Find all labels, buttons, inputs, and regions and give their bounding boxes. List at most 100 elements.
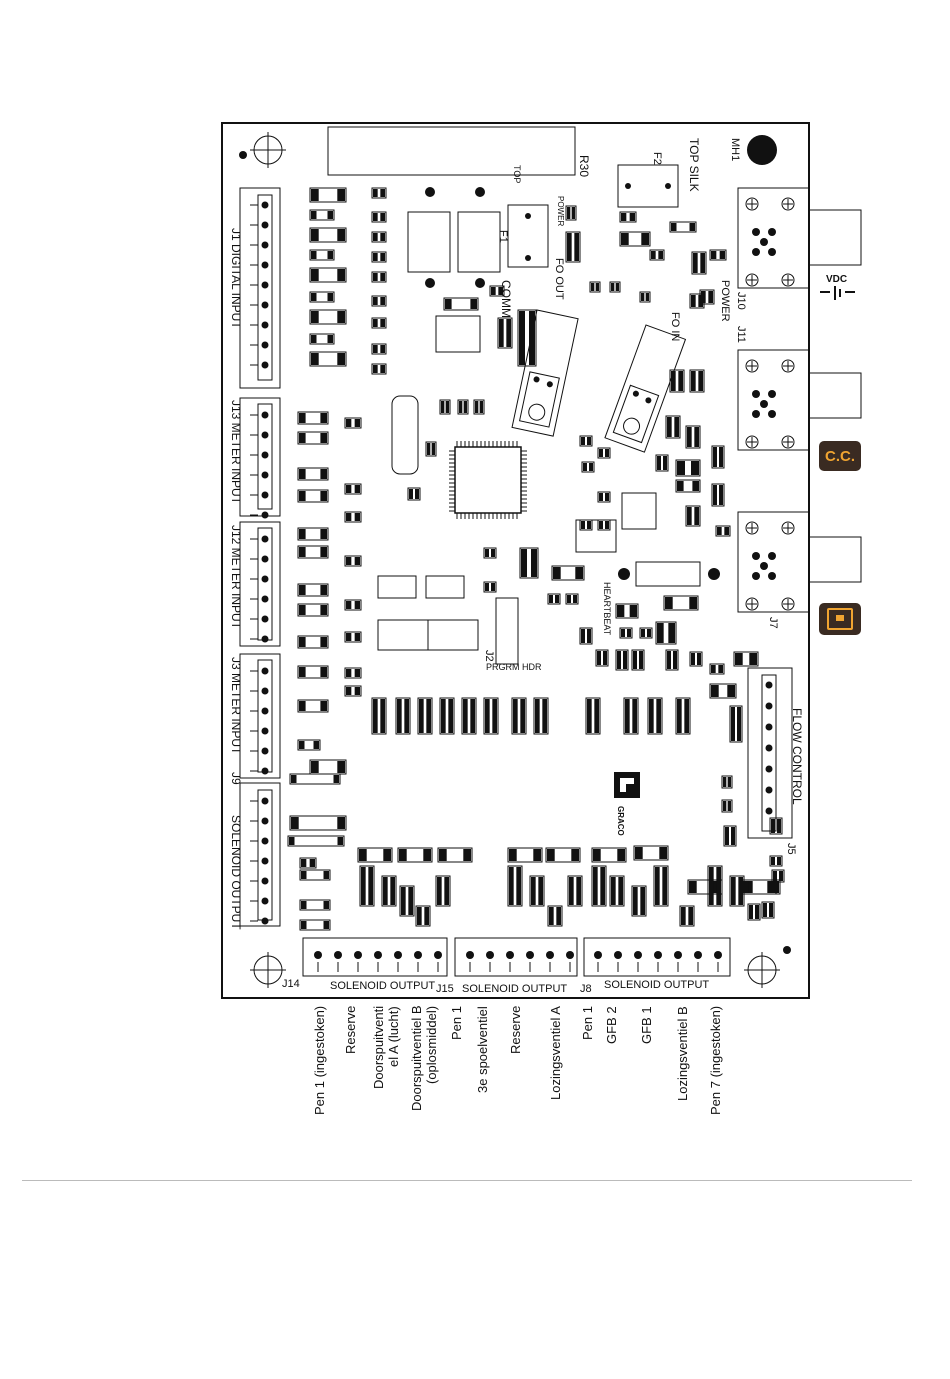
label-j11: J11 xyxy=(735,326,747,343)
smd-component xyxy=(567,875,583,907)
connector-j14 xyxy=(302,937,448,977)
smd-component xyxy=(297,431,329,445)
smd-component xyxy=(597,519,611,531)
connector-pin xyxy=(261,615,269,623)
smd-component xyxy=(483,547,497,559)
graco-logo xyxy=(614,772,640,798)
smd-component xyxy=(439,697,455,735)
label-power: POWER xyxy=(719,280,731,322)
label-j14: J14 xyxy=(282,978,300,990)
connector-pin xyxy=(261,241,269,249)
connector-pin xyxy=(714,951,722,959)
label-j8-out: SOLENOID OUTPUT xyxy=(604,979,709,991)
smd-component xyxy=(371,187,387,199)
smd-component xyxy=(371,343,387,355)
connector-pins-bottom xyxy=(314,951,722,972)
connector-pin xyxy=(394,951,402,959)
label-comm: COMM xyxy=(499,280,513,318)
svg-text:VDC: VDC xyxy=(826,274,847,285)
switch-s2 xyxy=(435,315,481,353)
terminal-screw xyxy=(745,435,759,449)
smd-component xyxy=(297,489,329,503)
terminal-pin xyxy=(768,390,776,398)
smd-component xyxy=(489,285,505,297)
smd-component xyxy=(709,663,725,675)
connector-pin xyxy=(566,951,574,959)
chip-u9 xyxy=(427,619,479,651)
connector-pin xyxy=(261,707,269,715)
pin-label: Reserve xyxy=(343,1006,358,1055)
smd-component xyxy=(579,435,593,447)
connector-pin xyxy=(261,817,269,825)
connector-pin xyxy=(261,321,269,329)
smd-component xyxy=(344,667,362,679)
pin-label: Doorspuitventiel B (oplosmiddel) xyxy=(409,1006,439,1112)
smd-component xyxy=(699,289,715,305)
connector-pin xyxy=(594,951,602,959)
smd-component xyxy=(359,865,375,907)
label-prgrm-hdr: PRGRM HDR xyxy=(486,662,542,672)
terminal-pin xyxy=(760,562,768,570)
smd-component xyxy=(619,211,637,223)
connector-pin xyxy=(486,951,494,959)
smd-component xyxy=(395,697,411,735)
connector-pin xyxy=(261,281,269,289)
smd-component xyxy=(595,649,609,667)
pin-label: Pen 1 xyxy=(449,1006,464,1040)
label-j2: J2 xyxy=(483,650,495,662)
smd-component xyxy=(457,399,469,415)
smd-component xyxy=(685,425,701,449)
smd-components xyxy=(287,187,785,931)
mounting-hole-bottom-left xyxy=(250,952,286,988)
smd-component xyxy=(579,519,593,531)
terminal-pin xyxy=(752,390,760,398)
smd-component xyxy=(589,281,601,293)
smd-component xyxy=(669,221,697,233)
label-f1: F1 xyxy=(497,230,509,243)
smd-component xyxy=(721,799,733,813)
smd-component xyxy=(771,869,785,883)
smd-component xyxy=(371,317,387,329)
smd-component xyxy=(381,875,397,907)
connector-pin xyxy=(261,361,269,369)
connector-pin xyxy=(261,451,269,459)
crystal-x1 xyxy=(391,395,419,475)
connector-j8 xyxy=(583,937,731,977)
fuse-f1 xyxy=(507,204,549,268)
terminal-screw xyxy=(745,521,759,535)
pin-label: GFB 1 xyxy=(639,1006,654,1044)
smd-component xyxy=(309,227,347,243)
terminal-screw xyxy=(745,273,759,287)
label-top: TOP xyxy=(512,165,522,183)
terminal-pin xyxy=(752,410,760,418)
connector-pin xyxy=(694,951,702,959)
smd-component xyxy=(417,697,433,735)
smd-component xyxy=(299,869,331,881)
smd-component xyxy=(473,399,485,415)
terminal-screw xyxy=(781,197,795,211)
terminal-screw xyxy=(781,273,795,287)
chip-u4 xyxy=(449,441,527,519)
terminal-block-j11 xyxy=(737,349,862,451)
smd-component xyxy=(631,885,647,917)
smd-component xyxy=(721,775,733,789)
smd-component xyxy=(679,905,695,927)
smd-component xyxy=(297,699,329,713)
connector-pin xyxy=(674,951,682,959)
smd-component xyxy=(689,369,705,393)
connector-pin xyxy=(765,807,773,815)
terminal-pin xyxy=(760,400,768,408)
smd-component xyxy=(707,865,723,907)
connector-pin xyxy=(354,951,362,959)
smd-component xyxy=(623,697,639,735)
fiducial-dot xyxy=(239,151,247,159)
terminal-pin xyxy=(768,410,776,418)
smd-component xyxy=(344,685,362,697)
connector-pin xyxy=(261,667,269,675)
terminal-pin xyxy=(752,248,760,256)
smd-component xyxy=(579,627,593,645)
smd-component xyxy=(297,527,329,541)
connector-pin xyxy=(614,951,622,959)
label-j7: J7 xyxy=(767,617,779,629)
